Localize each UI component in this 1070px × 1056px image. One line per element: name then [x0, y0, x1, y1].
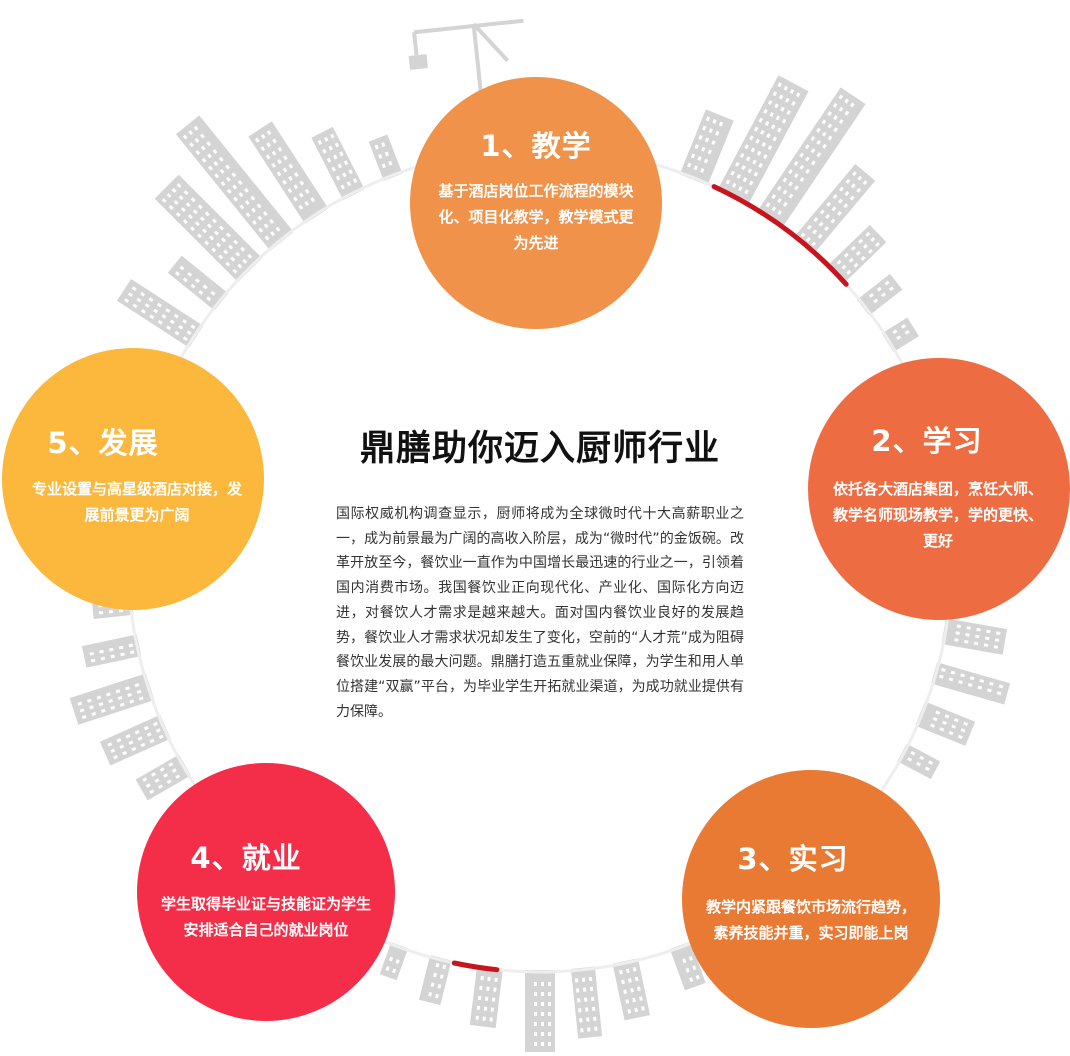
- skyline-building: [669, 941, 706, 991]
- skyline-building: [311, 126, 365, 201]
- accent-arc-bottom: [451, 960, 500, 973]
- node-title: 1、教学: [480, 129, 592, 163]
- node-title: 2、学习: [871, 424, 983, 458]
- node-title: 5、发展: [47, 426, 159, 460]
- skyline-building: [81, 634, 142, 668]
- skyline-building: [570, 966, 603, 1039]
- skyline-building: [116, 278, 204, 348]
- skyline-building: [69, 673, 155, 725]
- skyline-building: [793, 164, 876, 255]
- node-description: 专业设置与高星级酒店对接，发展前景更为广阔: [31, 480, 242, 524]
- skyline-building: [525, 970, 555, 1052]
- skyline-building: [931, 662, 1011, 705]
- skyline-building: [856, 273, 903, 316]
- skyline-building: [897, 743, 941, 780]
- node-development: 5、发展 专业设置与高星级酒店对接，发展前景更为广阔: [2, 348, 264, 610]
- skyline-building: [469, 965, 503, 1029]
- node-employment: 4、就业 学生取得毕业证与技能证为学生安排适合自己的就业岗位: [137, 763, 395, 1021]
- skyline-building: [419, 955, 452, 1006]
- node-description: 教学内紧跟餐饮市场流行趋势，素养技能并重，实习即能上岗: [705, 898, 916, 942]
- skyline-building: [99, 714, 171, 766]
- skyline-building: [717, 75, 809, 206]
- skyline-building: [175, 115, 294, 251]
- accent-arc-upper-right: [711, 184, 849, 287]
- skyline-building: [379, 942, 409, 981]
- node-learning: 2、学习 依托各大酒店集团，烹饪大师、教学名师现场教学，学的更快、更好: [808, 358, 1070, 620]
- skyline-building: [915, 701, 976, 746]
- skyline-building: [368, 134, 403, 181]
- node-title: 4、就业: [190, 841, 302, 875]
- skyline-building: [135, 754, 191, 801]
- node-title: 3、实习: [737, 842, 849, 876]
- skyline-building: [756, 87, 866, 229]
- skyline-building: [826, 224, 887, 284]
- skyline-building: [248, 121, 329, 224]
- node-teaching: 1、教学 基于酒店岗位工作流程的模块化、项目化教学，教学模式更为先进: [410, 77, 662, 329]
- node-description: 学生取得毕业证与技能证为学生安排适合自己的就业岗位: [160, 895, 371, 939]
- skyline-building: [612, 958, 651, 1021]
- node-internship: 3、实习 教学内紧跟餐饮市场流行趋势，素养技能并重，实习即能上岗: [682, 770, 940, 1028]
- skyline-building: [167, 255, 229, 311]
- node-description: 依托各大酒店集团，烹饪大师、教学名师现场教学，学的更快、更好: [832, 480, 1043, 550]
- skyline-building: [154, 174, 263, 283]
- skyline-building: [679, 109, 734, 186]
- center-body-text: 国际权威机构调查显示，厨师将成为全球微时代十大高薪职业之一，成为前景最为广阔的高…: [336, 506, 744, 720]
- center-title: 鼎膳助你迈入厨师行业: [359, 429, 720, 469]
- skyline-building: [941, 618, 1008, 655]
- node-description: 基于酒店岗位工作流程的模块化、项目化教学，教学模式更为先进: [438, 182, 634, 252]
- skyline-building: [881, 317, 919, 353]
